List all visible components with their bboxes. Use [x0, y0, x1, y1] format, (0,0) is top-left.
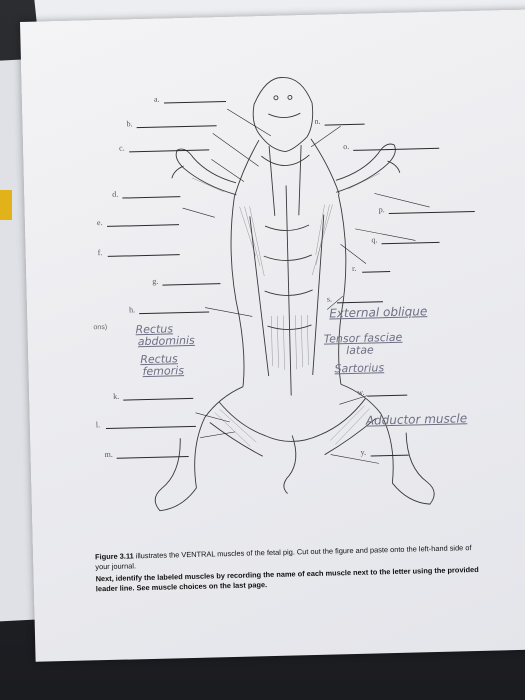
- letter-r: r.: [352, 263, 357, 273]
- figure-label: Figure 3.11: [94, 551, 134, 562]
- letter-q: q.: [371, 235, 378, 245]
- margin-note: ons): [93, 323, 108, 332]
- letter-o: o.: [343, 141, 350, 152]
- worksheet-page: a. b. c. d. e. f. g. h. ons) Rectus abdo…: [20, 9, 525, 662]
- letter-c: c.: [119, 143, 125, 153]
- letter-k: k.: [113, 391, 120, 401]
- answer-adductor: Adductor muscle: [365, 411, 468, 428]
- letter-h: h.: [128, 305, 136, 315]
- letter-f: f.: [97, 248, 103, 258]
- letter-l: l.: [95, 420, 101, 430]
- answer-rectus-abdominis-2: abdominis: [137, 333, 195, 349]
- answer-tensor-fasciae-2: latae: [345, 343, 374, 358]
- letter-e: e.: [96, 218, 103, 228]
- letter-s: s.: [326, 294, 333, 304]
- letter-a: a.: [153, 94, 160, 104]
- yellow-folder-tab: [0, 190, 12, 220]
- answer-rectus-femoris-2: femoris: [142, 364, 185, 379]
- letter-m: m.: [104, 449, 113, 460]
- letter-n: n.: [314, 116, 321, 126]
- letter-p: p.: [378, 205, 385, 215]
- letter-g: g.: [152, 276, 159, 286]
- letter-y: y.: [360, 447, 367, 457]
- figure-caption: Figure 3.11 illustrates the VENTRAL musc…: [95, 543, 486, 595]
- fetal-pig-diagram: [154, 77, 435, 512]
- letter-w: w.: [357, 387, 365, 397]
- answer-external-oblique: External oblique: [329, 304, 428, 321]
- letter-d: d.: [112, 189, 119, 199]
- answer-sartorius: Sartorius: [334, 361, 385, 376]
- letter-b: b.: [126, 119, 133, 129]
